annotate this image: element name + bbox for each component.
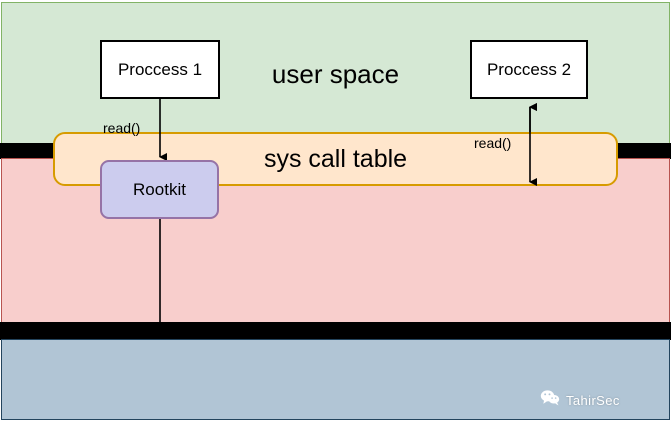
wechat-icon — [540, 389, 560, 411]
watermark: TahirSec — [540, 389, 620, 411]
band-user-space-label: user space — [271, 59, 400, 89]
band-hardware: Hardware — [1, 339, 670, 420]
divider-kernel-hardware — [0, 322, 671, 340]
watermark-label: TahirSec — [566, 392, 620, 408]
syscall-table-label: sys call table — [263, 145, 408, 173]
rootkit-box[interactable]: Rootkit — [100, 160, 219, 219]
rootkit-label: Rootkit — [133, 179, 186, 199]
process-1-label: Proccess 1 — [117, 59, 203, 79]
edge-label-read-proc2: read() — [474, 135, 512, 151]
process-1-box[interactable]: Proccess 1 — [100, 40, 220, 99]
edge-label-read-proc1: read() — [103, 120, 141, 136]
process-2-box[interactable]: Proccess 2 — [470, 40, 588, 99]
process-2-label: Proccess 2 — [486, 59, 572, 79]
